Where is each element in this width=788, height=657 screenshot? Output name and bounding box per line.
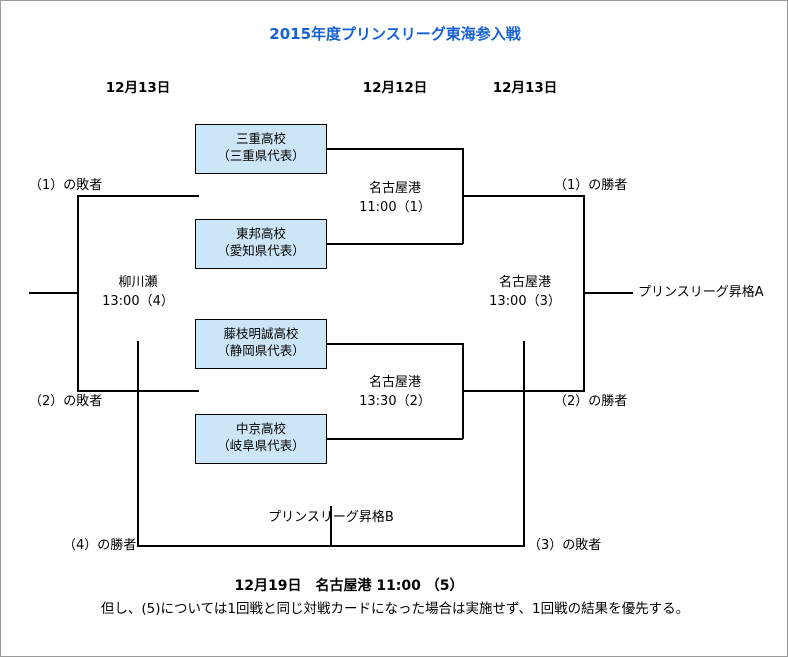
bracket-vertical-match4 — [77, 195, 79, 392]
bracket-line-loser1-to-match4 — [77, 195, 199, 197]
match-venue: 名古屋港 — [498, 275, 551, 290]
label-winner-of-2: （2）の勝者 — [554, 394, 628, 409]
bracket-vertical-left-drop — [137, 341, 139, 546]
match-venue: 名古屋港 — [368, 181, 421, 196]
bracket-line-match1-to-final — [462, 195, 584, 197]
match-venue: 名古屋港 — [368, 375, 421, 390]
label-loser-of-1: （1）の敗者 — [29, 178, 103, 193]
date-header-center: 12月12日 — [362, 80, 428, 96]
team-box-fujieda: 藤枝明誠高校 （静岡県代表） — [195, 319, 327, 369]
team-pref: （愛知県代表） — [217, 243, 305, 258]
bracket-line-match4-out — [29, 292, 78, 294]
match-number: （2） — [396, 394, 431, 409]
label-loser-of-2: （2）の敗者 — [29, 394, 103, 409]
bracket-line-fujieda-to-match2 — [327, 343, 463, 345]
label-winner-of-4: （4）の勝者 — [63, 538, 137, 553]
bracket-vertical-right-drop — [523, 341, 525, 546]
bracket-line-chukyo-to-match2 — [327, 438, 463, 440]
match-time: 13:30 — [359, 394, 397, 409]
promotion-b-label: プリンスリーグ昇格B — [268, 510, 394, 525]
label-loser-of-3: （3）の敗者 — [528, 538, 602, 553]
bracket-line-match3-to-promotionA — [583, 292, 633, 294]
team-box-mie: 三重高校 （三重県代表） — [195, 124, 327, 174]
bracket-line-toho-to-match1 — [327, 243, 463, 245]
team-name: 藤枝明誠高校 — [223, 326, 299, 341]
footer-match5: 12月19日 名古屋港 11:00 （5） — [234, 578, 464, 594]
label-winner-of-1: （1）の勝者 — [554, 178, 628, 193]
team-name: 中京高校 — [235, 421, 286, 436]
match-time: 13:00 — [489, 294, 527, 309]
match-number: （3） — [526, 294, 561, 309]
team-name: 三重高校 — [235, 131, 286, 146]
team-box-toho: 東邦高校 （愛知県代表） — [195, 219, 327, 269]
date-header-left: 12月13日 — [105, 80, 171, 96]
date-header-right: 12月13日 — [492, 80, 558, 96]
bracket-vertical-match3 — [583, 195, 585, 392]
match-time: 13:00 — [102, 294, 140, 309]
bracket-vertical-promotionB — [330, 506, 332, 546]
match-label-2: 名古屋港 13:30（2） — [359, 373, 431, 411]
match-time: 11:00 — [359, 200, 397, 215]
team-pref: （岐阜県代表） — [217, 438, 305, 453]
match-label-1: 名古屋港 11:00（1） — [359, 179, 431, 217]
team-box-chukyo: 中京高校 （岐阜県代表） — [195, 414, 327, 464]
team-pref: （静岡県代表） — [217, 343, 305, 358]
footer-note: 但し、(5)については1回戦と同じ対戦カードになった場合は実施せず、1回戦の結果… — [100, 601, 690, 617]
match-number: （4） — [139, 294, 174, 309]
match-venue: 柳川瀬 — [118, 275, 158, 290]
match-label-3: 名古屋港 13:00（3） — [489, 273, 561, 311]
promotion-a-label: プリンスリーグ昇格A — [638, 285, 764, 300]
match-label-4: 柳川瀬 13:00（4） — [102, 273, 174, 311]
team-name: 東邦高校 — [235, 226, 286, 241]
bracket-line-mie-to-match1 — [327, 148, 463, 150]
page-title: 2015年度プリンスリーグ東海参入戦 — [269, 25, 521, 43]
match-number: （1） — [396, 200, 431, 215]
team-pref: （三重県代表） — [217, 148, 305, 163]
